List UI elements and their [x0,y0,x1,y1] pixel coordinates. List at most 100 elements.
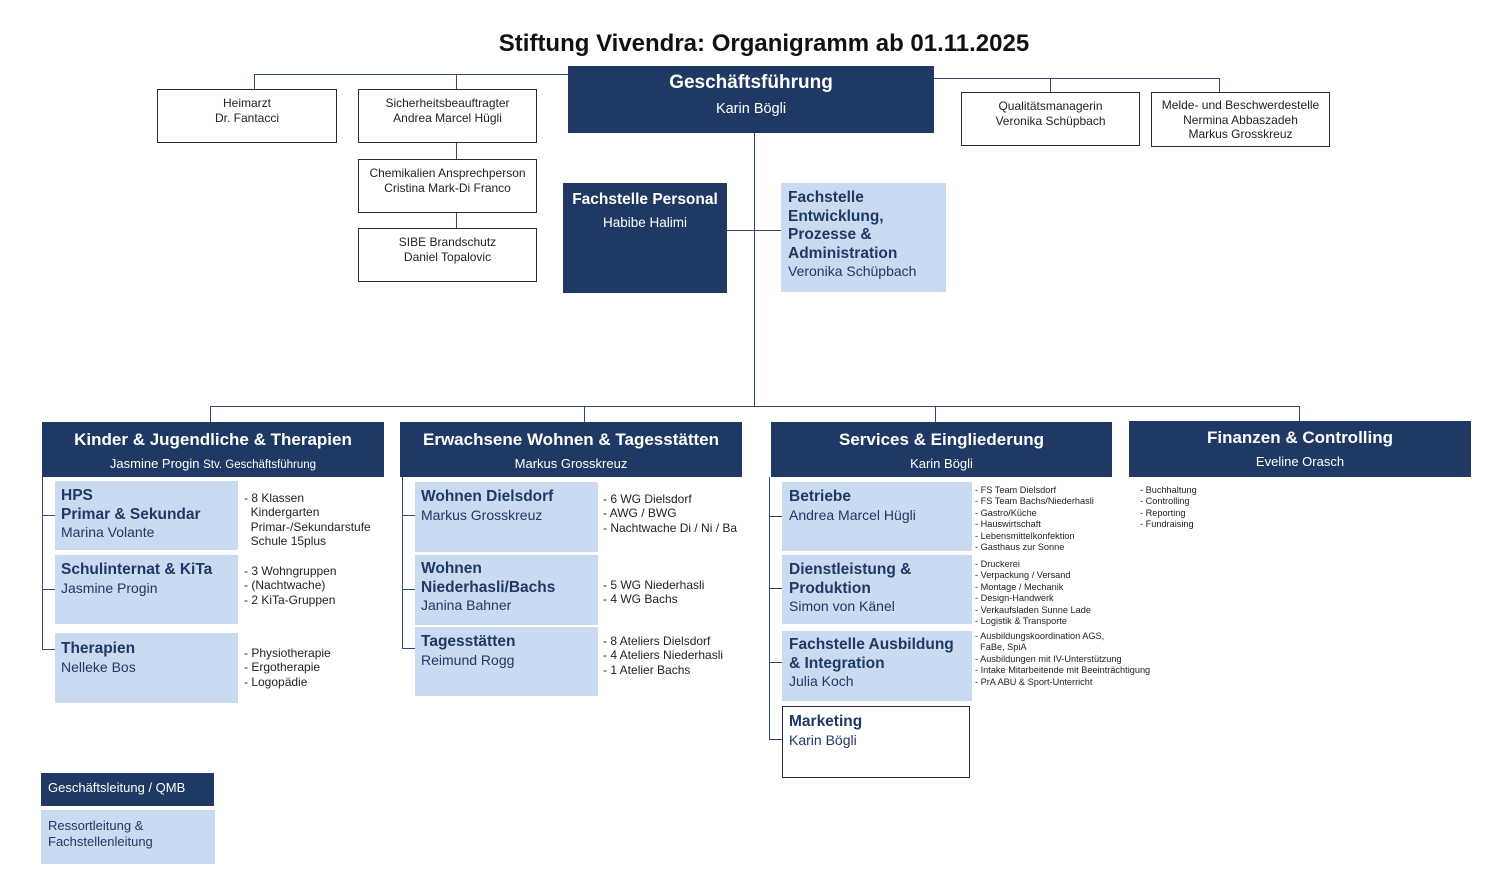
entwicklung-name: Veronika Schüpbach [788,263,917,279]
unit-dienstleistung-list: - Druckerei - Verpackung / Versand - Mon… [975,559,1165,627]
connector [402,589,415,590]
list-item: Schule 15plus [244,534,327,549]
unit-title: Wohnen [421,560,482,577]
list-item: - Nachtwache Di / Ni / Ba [603,520,738,535]
connector [727,230,781,231]
list-item: Primar-/Sekundarstufe [244,519,371,534]
melde-name-2: Markus Grosskreuz [1188,127,1293,141]
qualitaet-role: Qualitätsmanagerin [998,99,1103,113]
connector [402,515,415,516]
list-item: - Ergotherapie [244,660,321,675]
connector [210,406,211,422]
department-lead: Karin Bögli [910,456,973,471]
connector [584,406,585,422]
list-item: - 4 WG Bachs [603,592,678,607]
geschaeftsfuehrung-box: Geschäftsführung Karin Bögli [568,66,934,133]
connector [42,477,43,649]
unit-wohnen-dielsdorf-list: - 6 WG Dielsdorf - AWG / BWG - Nachtwach… [603,492,753,535]
list-item: - Gastro/Küche [975,507,1037,518]
unit-betriebe-list: - FS Team Dielsdorf - FS Team Bachs/Nied… [975,485,1165,553]
list-item: - Reporting [1140,507,1186,518]
list-item: - Hauswirtschaft [975,519,1041,530]
list-item: - FS Team Dielsdorf [975,485,1057,495]
list-item: - Logistik & Transporte [975,616,1067,627]
unit-therapien: Therapien Nelleke Bos [55,633,238,703]
department-title: Services & Eingliederung [838,430,1044,449]
unit-title: Therapien [61,640,136,657]
unit-betriebe: Betriebe Andrea Marcel Hügli [782,482,972,551]
department-lead: Jasmine Progin Stv. Geschäftsführung [109,456,317,471]
list-item: - 6 WG Dielsdorf [603,492,692,506]
list-item: - Montage / Mechanik [975,581,1064,592]
list-item: - Verkaufsladen Sunne Lade [975,604,1091,615]
connector [769,662,782,663]
unit-lead: Julia Koch [789,673,854,689]
connector [934,78,1219,79]
unit-schulinternat: Schulinternat & KiTa Jasmine Progin [55,555,238,624]
entwicklung-title-line: Entwicklung, [788,207,884,225]
connector [769,516,782,517]
unit-tagesstaetten: Tagesstätten Reimund Rogg [415,627,598,696]
unit-marketing: Marketing Karin Bögli [782,706,970,778]
connector [754,133,755,406]
list-item: - 4 Ateliers Niederhasli [603,648,724,663]
melde-name-1: Nermina Abbaszadeh [1183,112,1298,127]
unit-wohnen-niederhasli: Wohnen Niederhasli/Bachs Janina Bahner [415,555,598,625]
heimarzt-box: Heimarzt Dr. Fantacci [157,89,337,143]
unit-lead: Markus Grosskreuz [421,506,543,523]
department-title: Kinder & Jugendliche & Therapien [74,430,352,449]
list-item: - Ausbildungen mit IV-Unterstützung [975,653,1122,664]
unit-dienstleistung: Dienstleistung & Produktion Simon von Kä… [782,555,972,624]
unit-title: Marketing [789,713,863,730]
list-item: - PrA ABU & Sport-Unterricht [975,676,1093,687]
entwicklung-title-line: Prozesse & [788,226,872,243]
unit-lead: Andrea Marcel Hügli [789,506,916,523]
unit-lead: Janina Bahner [421,597,512,613]
unit-ausbildung-list: - Ausbildungskoordination AGS, FaBe, Spi… [975,631,1175,688]
legend-light-label: Ressortleitung & [48,818,144,833]
sicherheit-role: Sicherheitsbeauftragter [385,96,510,110]
melde-box: Melde- und Beschwerdestelle Nermina Abba… [1151,92,1330,147]
list-item: - Fundraising [1140,519,1194,530]
unit-wohnen-dielsdorf: Wohnen Dielsdorf Markus Grosskreuz [415,482,598,552]
unit-lead: Reimund Rogg [421,651,515,668]
connector [402,477,403,648]
connector [42,649,55,650]
list-item: - AWG / BWG [603,506,677,521]
unit-hps: HPS Primar & Sekundar Marina Volante [55,481,238,550]
department-title: Finanzen & Controlling [1206,428,1394,447]
connector [769,477,770,739]
unit-wohnen-niederhasli-list: - 5 WG Niederhasli - 4 WG Bachs [603,578,753,607]
list-item: - Druckerei [975,559,1020,569]
department-header-erwachsene: Erwachsene Wohnen & Tagesstätten Markus … [400,422,742,477]
connector [254,74,568,75]
list-item: - 2 KiTa-Gruppen [244,592,336,607]
connector [769,588,782,589]
heimarzt-name: Dr. Fantacci [214,110,280,125]
chemikalien-box: Chemikalien Ansprechperson Cristina Mark… [358,159,537,213]
department-header-kinder: Kinder & Jugendliche & Therapien Jasmine… [42,422,384,477]
department-lead: Markus Grosskreuz [514,456,628,471]
connector [769,739,782,740]
list-item: - Logopädie [244,674,308,689]
connector [456,74,457,89]
connector [402,648,415,649]
list-item: FaBe, SpiA [975,642,1027,653]
unit-lead: Karin Bögli [789,731,857,748]
connector [935,406,936,422]
legend-dark-label: Geschäftsleitung / QMB [48,780,186,795]
list-item: - 1 Atelier Bachs [603,662,691,677]
unit-schulinternat-list: - 3 Wohngruppen - (Nachtwache) - 2 KiTa-… [244,564,394,607]
list-item: - FS Team Bachs/Niederhasli [975,496,1094,507]
department-header-finanzen: Finanzen & Controlling Eveline Orasch [1129,421,1471,477]
unit-title: Schulinternat & KiTa [61,561,213,578]
department-header-services: Services & Eingliederung Karin Bögli [771,422,1112,477]
connector [210,406,1300,407]
personal-title: Fachstelle Personal [572,191,718,208]
list-item: - 8 Klassen [244,491,305,505]
unit-title: Dienstleistung & [789,561,912,578]
list-item: - Gasthaus zur Sonne [975,542,1065,553]
unit-lead: Marina Volante [61,524,155,540]
page-title: Stiftung Vivendra: Organigramm ab 01.11.… [498,30,1030,57]
fachstelle-personal-box: Fachstelle Personal Habibe Halimi [563,183,727,293]
